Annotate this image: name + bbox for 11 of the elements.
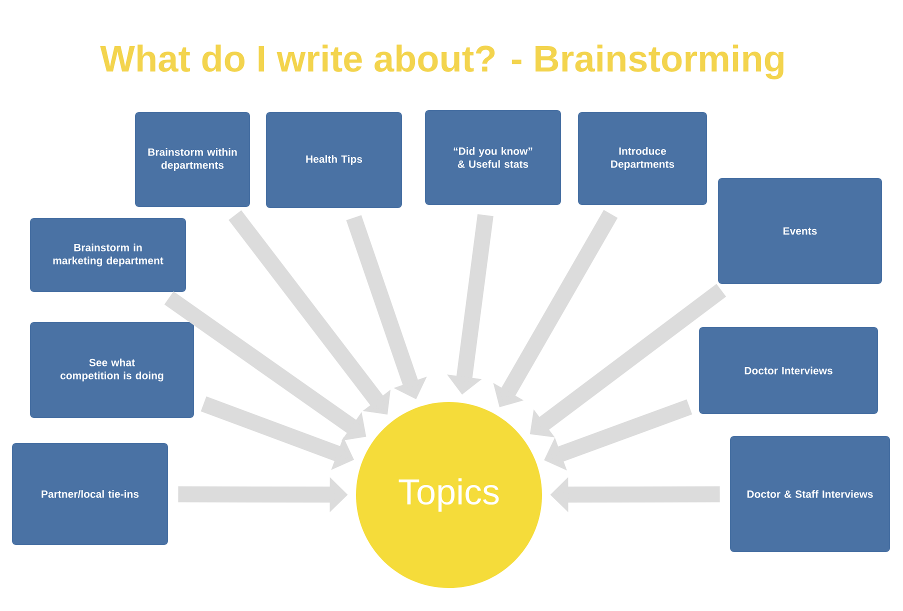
topic-box: Brainstorm within departments (135, 112, 250, 207)
topic-box: Brainstorm in marketing department (30, 218, 186, 292)
topic-box: Introduce Departments (578, 112, 707, 205)
topic-box: Doctor & Staff Interviews (730, 436, 890, 552)
topic-box: Partner/local tie-ins (12, 443, 168, 545)
topic-box: See what competition is doing (30, 322, 194, 418)
topic-box: Health Tips (266, 112, 402, 208)
topic-box: Doctor Interviews (699, 327, 878, 414)
topic-box: Events (718, 178, 882, 284)
title: What do I write about? - Brainstorming (100, 44, 784, 80)
topic-box: “Did you know” & Useful stats (425, 110, 561, 205)
